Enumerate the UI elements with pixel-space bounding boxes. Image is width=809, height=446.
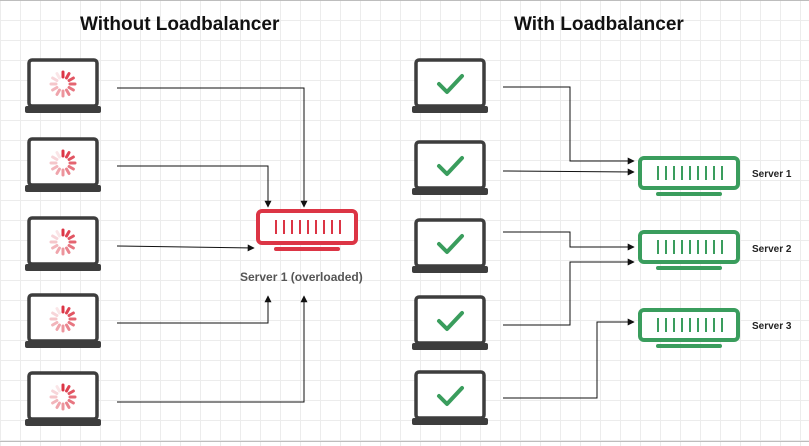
left-laptop-1 <box>23 58 103 115</box>
left-arrow-3 <box>116 244 255 252</box>
server-3-label: Server 3 <box>752 321 792 332</box>
right-arrow-5 <box>503 318 635 399</box>
right-laptop-5 <box>410 370 490 427</box>
right-laptop-4 <box>410 295 490 352</box>
left-arrow-4 <box>117 295 272 324</box>
right-laptop-2 <box>410 140 490 197</box>
right-connectors <box>502 86 635 399</box>
right-panel-title: With Loadbalancer <box>514 14 684 35</box>
left-laptop-2 <box>23 137 103 194</box>
overloaded-server-label: Server 1 (overloaded) <box>240 270 363 284</box>
right-arrow-3 <box>503 231 635 251</box>
left-arrow-1 <box>117 87 308 208</box>
left-laptop-3 <box>23 216 103 273</box>
left-arrow-2 <box>117 165 272 208</box>
server-1-icon <box>638 156 740 198</box>
server-1-label: Server 1 <box>752 169 792 180</box>
right-arrow-1 <box>503 86 635 165</box>
overloaded-server-icon <box>256 209 358 253</box>
right-laptop-1 <box>410 58 490 115</box>
left-panel-title: Without Loadbalancer <box>80 14 280 35</box>
left-laptop-4 <box>23 293 103 350</box>
server-2-label: Server 2 <box>752 244 792 255</box>
server-3-icon <box>638 308 740 350</box>
bottom-border <box>0 441 809 442</box>
right-arrow-4 <box>503 258 635 326</box>
right-arrow-2 <box>502 168 635 176</box>
right-laptop-3 <box>410 218 490 275</box>
top-border <box>0 0 809 1</box>
left-laptop-5 <box>23 371 103 428</box>
left-arrow-5 <box>117 295 308 403</box>
left-connectors <box>116 87 308 403</box>
server-2-icon <box>638 230 740 272</box>
